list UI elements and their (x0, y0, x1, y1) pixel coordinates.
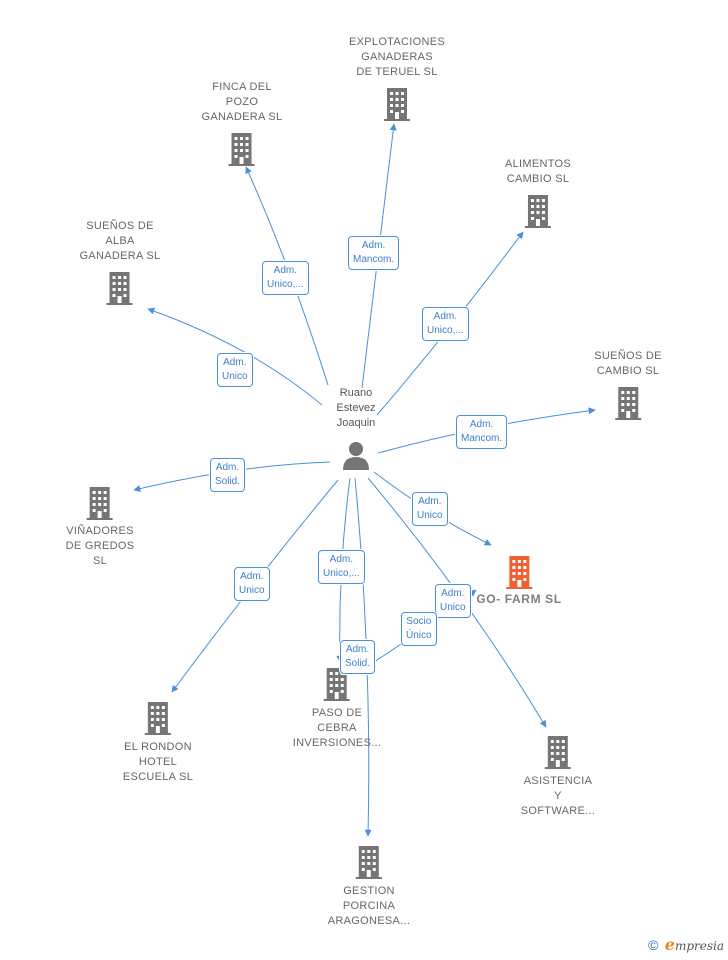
company-suenos-alba[interactable]: SUEÑOS DE ALBA GANADERA SL (80, 219, 161, 306)
company-label: SUEÑOS DE CAMBIO SL (594, 350, 662, 377)
building-icon (545, 736, 571, 769)
company-label: EL RONDON HOTEL ESCUELA SL (122, 741, 194, 783)
edge-label-paso-cebra[interactable]: Adm. Unico,... (318, 550, 365, 584)
edge-label-gestion[interactable]: Adm. Solid. (340, 640, 376, 674)
building-icon (615, 387, 641, 420)
company-el-rondon[interactable]: EL RONDON HOTEL ESCUELA SL (123, 700, 193, 785)
edge-label-go-farm[interactable]: Adm. Unico (412, 492, 448, 526)
brand-initial: e (664, 935, 675, 954)
edge-label-explotaciones[interactable]: Adm. Mancom. (348, 236, 400, 270)
edge-label-alimentos[interactable]: Adm. Unico,... (422, 307, 469, 341)
company-asistencia[interactable]: ASISTENCIA Y SOFTWARE... (521, 734, 595, 819)
edge-label-paso-socio[interactable]: Socio Único (401, 612, 437, 646)
person-icon[interactable] (341, 440, 371, 470)
edge-suenos-alba (147, 307, 323, 406)
company-gestion[interactable]: GESTION PORCINA ARAGONESA... (328, 844, 410, 929)
building-icon (87, 487, 113, 520)
person-name[interactable]: Ruano Estevez Joaquin (336, 387, 376, 429)
building-icon (524, 195, 551, 228)
building-icon (505, 556, 532, 589)
edge-label-el-rondon[interactable]: Adm. Unico (234, 567, 270, 601)
company-finca[interactable]: FINCA DEL POZO GANADERA SL (202, 80, 283, 167)
company-label: EXPLOTACIONES GANADERAS DE TERUEL SL (349, 36, 445, 78)
company-suenos-cambio[interactable]: SUEÑOS DE CAMBIO SL (594, 349, 662, 421)
company-explotaciones[interactable]: EXPLOTACIONES GANADERAS DE TERUEL SL (349, 35, 445, 122)
company-go-farm[interactable]: GO- FARM SL (476, 554, 561, 607)
brand-logo[interactable]: empresia (665, 935, 724, 954)
company-label: ALIMENTOS CAMBIO SL (504, 158, 572, 185)
brand-name: mpresia (674, 939, 724, 953)
building-icon (324, 668, 350, 701)
building-icon (106, 272, 133, 305)
company-alimentos[interactable]: ALIMENTOS CAMBIO SL (505, 157, 571, 229)
company-label: SUEÑOS DE ALBA GANADERA SL (79, 220, 161, 262)
brand-footer: © empresia (648, 935, 724, 954)
company-label: FINCA DEL POZO GANADERA SL (201, 81, 283, 123)
building-icon (384, 88, 410, 121)
company-label: VIÑADORES DE GREDOS SL (65, 525, 135, 567)
company-vinadores[interactable]: VIÑADORES DE GREDOS SL (66, 485, 135, 569)
building-icon (228, 133, 255, 166)
company-paso-cebra[interactable]: PASO DE CEBRA INVERSIONES... (293, 666, 382, 751)
company-label: GESTION PORCINA ARAGONESA... (327, 885, 411, 927)
company-label: PASO DE CEBRA INVERSIONES... (292, 707, 382, 749)
edge-label-asistencia[interactable]: Adm. Unico (435, 584, 471, 618)
building-icon (355, 846, 382, 879)
edge-label-suenos-alba[interactable]: Adm. Unico (217, 353, 253, 387)
building-icon (144, 702, 171, 735)
edge-label-vinadores[interactable]: Adm. Solid. (210, 458, 246, 492)
edge-label-suenos-cambio[interactable]: Adm. Mancom. (456, 415, 508, 449)
copyright-icon: © (648, 937, 659, 953)
edge-label-finca[interactable]: Adm. Unico,... (262, 261, 309, 295)
company-label: GO- FARM SL (476, 592, 562, 606)
company-label: ASISTENCIA Y SOFTWARE... (520, 775, 596, 817)
